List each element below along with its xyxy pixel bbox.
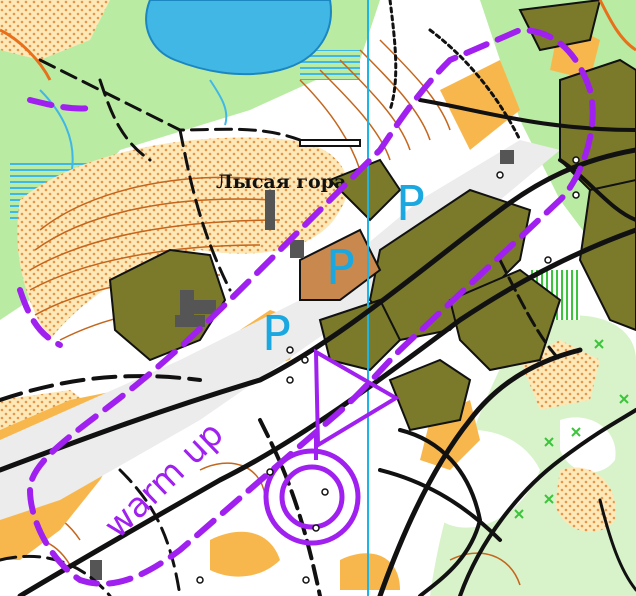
parking-symbol-2: P: [326, 240, 355, 296]
special-vegetation-marks: [514, 339, 629, 519]
stream-2: [39, 89, 74, 181]
parking-symbols: P P P: [262, 176, 425, 362]
river-orange: [0, 28, 52, 81]
parking-symbol-3: P: [262, 306, 291, 362]
parking-symbol-1: P: [396, 176, 425, 232]
top-left-dots: [0, 0, 110, 60]
place-name: Лысая гора: [216, 171, 346, 193]
finish-circle-inner: [279, 464, 345, 530]
stream: [209, 79, 228, 126]
finish-circle-outer: [263, 448, 361, 546]
lake: [145, 0, 332, 76]
river-orange-2: [598, 0, 636, 52]
buildings: [90, 139, 514, 580]
warm-up-area: [17, 26, 596, 587]
start-triangle: [313, 348, 400, 449]
point-features: [196, 156, 580, 584]
